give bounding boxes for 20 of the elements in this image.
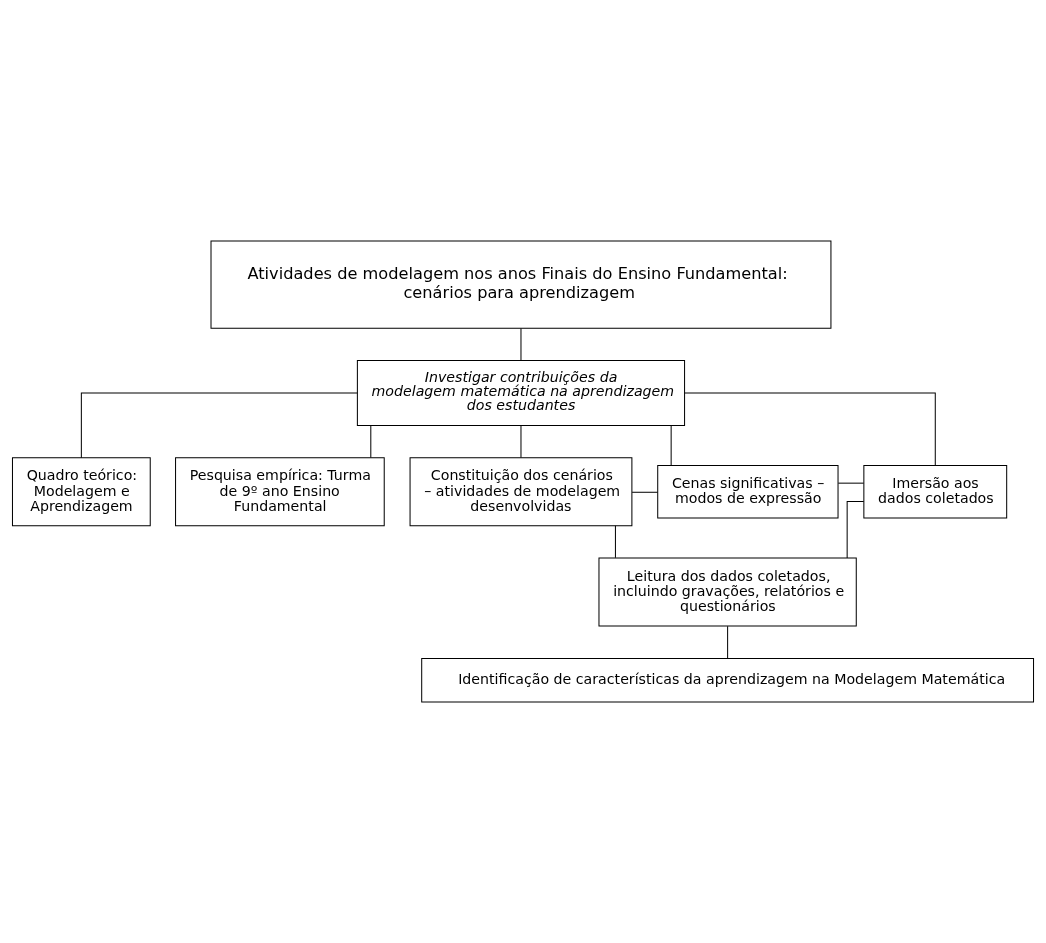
connector (370, 425, 372, 458)
connector (80, 392, 358, 459)
connector (631, 491, 659, 493)
connector (520, 425, 522, 458)
node-box: Quadro teórico: Modelagem e Aprendizagem (11, 457, 151, 527)
connector (520, 327, 522, 361)
node-box: Atividades de modelagem nos anos Finais do Ensino Fundamental: cenários para aprendizagem (210, 240, 832, 329)
node-box: Investigar contribuições da modelagem matemática na aprendizagem dos estudantes (356, 360, 686, 426)
node-box: Leitura dos dados coletados, incluindo gravações, relatórios e questionários (598, 557, 857, 627)
node-box: Cenas significativas – modos de expressão (657, 464, 839, 519)
connector (727, 625, 729, 659)
connector (837, 482, 865, 484)
connector (846, 500, 865, 559)
node-box: Imersão aos dados coletados (863, 464, 1008, 519)
node-box: Constituição dos cenários – atividades de modelagem desenvolvidas (409, 457, 633, 527)
connector (614, 525, 616, 559)
node-box: Pesquisa empírica: Turma de 9º ano Ensino Fundamental (175, 457, 385, 527)
node-box: Identificação de características da aprendizagem na Modelagem Matemática (421, 657, 1035, 703)
connector (670, 425, 672, 466)
connector (684, 392, 936, 466)
